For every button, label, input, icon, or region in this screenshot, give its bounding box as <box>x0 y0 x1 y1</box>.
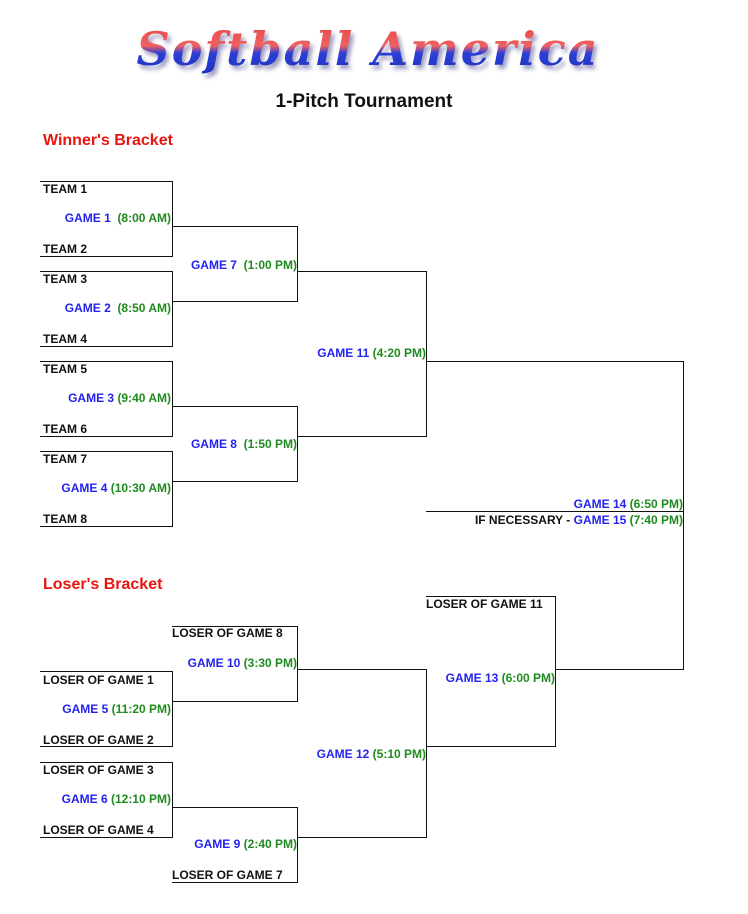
game-14-label: GAME 14 (6:50 PM) <box>574 497 683 511</box>
team-label: LOSER OF GAME 8 <box>172 626 283 640</box>
game-name: GAME 9 <box>194 837 241 851</box>
team-label: TEAM 5 <box>43 362 88 376</box>
game-2-label: GAME 2 (8:50 AM) <box>65 301 171 315</box>
game-name: GAME 2 <box>64 301 111 315</box>
game-6-label: GAME 6 (12:10 PM) <box>62 792 171 806</box>
bracket-game-7 <box>172 226 298 302</box>
game-12-label: GAME 12 (5:10 PM) <box>317 747 426 761</box>
game-name: GAME 12 <box>316 747 370 761</box>
game-time: (4:20 PM) <box>372 346 426 360</box>
bracket-final-top <box>426 361 684 362</box>
bracket-final-right <box>683 361 684 670</box>
game-time: (8:00 AM) <box>117 211 171 225</box>
game-8-label: GAME 8 (1:50 PM) <box>191 437 297 451</box>
team-label: TEAM 7 <box>43 452 88 466</box>
bracket-game-10 <box>172 626 298 702</box>
bracket-game-4 <box>40 451 173 527</box>
game-time: (3:30 PM) <box>243 656 297 670</box>
team-label: TEAM 1 <box>43 182 88 196</box>
bracket-game-9 <box>172 807 298 883</box>
game-time: (10:30 AM) <box>110 481 171 495</box>
game-15-label: IF NECESSARY - GAME 15 (7:40 PM) <box>475 513 683 527</box>
bracket-game-8 <box>172 406 298 482</box>
game-time: (7:40 PM) <box>629 513 683 527</box>
game-name: GAME 6 <box>61 792 108 806</box>
game-name: GAME 8 <box>190 437 237 451</box>
team-label: TEAM 4 <box>43 332 88 346</box>
team-label: LOSER OF GAME 7 <box>172 868 283 882</box>
team-label: TEAM 3 <box>43 272 88 286</box>
game-time: (12:10 PM) <box>110 792 171 806</box>
bracket-game-1 <box>40 181 173 257</box>
game-9-label: GAME 9 (2:40 PM) <box>194 837 297 851</box>
game-4-label: GAME 4 (10:30 AM) <box>61 481 171 495</box>
bracket-game-12 <box>297 669 427 838</box>
game-time: (6:00 PM) <box>501 671 555 685</box>
game-time: (5:10 PM) <box>372 747 426 761</box>
bracket-game-13 <box>426 596 556 747</box>
bracket-game-5 <box>40 671 173 747</box>
winners-bracket-heading: Winner's Bracket <box>43 132 173 149</box>
team-label: LOSER OF GAME 11 <box>426 597 543 611</box>
team-label: TEAM 6 <box>43 422 88 436</box>
game-time: (6:50 PM) <box>629 497 683 511</box>
game-name: GAME 5 <box>62 702 109 716</box>
game-name: GAME 15 <box>573 513 627 527</box>
game-name: GAME 10 <box>187 656 241 670</box>
game-time: (9:40 AM) <box>117 391 171 405</box>
game-name: GAME 13 <box>445 671 499 685</box>
team-label: LOSER OF GAME 2 <box>43 733 154 747</box>
bracket-game-3 <box>40 361 173 437</box>
losers-bracket-heading: Loser's Bracket <box>43 576 163 593</box>
game-name: GAME 11 <box>317 346 370 360</box>
team-label: TEAM 2 <box>43 242 88 256</box>
game-name: GAME 7 <box>190 258 237 272</box>
bracket-final-bottom <box>555 669 684 670</box>
game-11-label: GAME 11 (4:20 PM) <box>317 346 426 360</box>
game-time: (11:20 PM) <box>111 702 171 716</box>
game-5-label: GAME 5 (11:20 PM) <box>62 702 171 716</box>
bracket-game-2 <box>40 271 173 347</box>
bracket-game-6 <box>40 762 173 838</box>
game-name: GAME 1 <box>64 211 111 225</box>
game-3-label: GAME 3 (9:40 AM) <box>68 391 171 405</box>
game-note: IF NECESSARY - <box>474 513 574 527</box>
game-name: GAME 3 <box>68 391 115 405</box>
game-time: (1:50 PM) <box>243 437 297 451</box>
team-label: LOSER OF GAME 4 <box>43 823 154 837</box>
team-label: LOSER OF GAME 1 <box>43 673 154 687</box>
game-1-label: GAME 1 (8:00 AM) <box>65 211 171 225</box>
game-time: (2:40 PM) <box>243 837 297 851</box>
game-13-label: GAME 13 (6:00 PM) <box>446 671 555 685</box>
team-label: LOSER OF GAME 3 <box>43 763 154 777</box>
game-10-label: GAME 10 (3:30 PM) <box>188 656 297 670</box>
game-name: GAME 14 <box>573 497 627 511</box>
bracket-game-14-line <box>426 511 684 512</box>
page-title: 1-Pitch Tournament <box>275 91 453 112</box>
team-label: TEAM 8 <box>43 512 88 526</box>
game-name: GAME 4 <box>61 481 108 495</box>
bracket-game-11 <box>297 271 427 437</box>
softball-america-logo: Softball America <box>108 12 628 87</box>
game-7-label: GAME 7 (1:00 PM) <box>191 258 297 272</box>
game-time: (1:00 PM) <box>243 258 297 272</box>
game-time: (8:50 AM) <box>117 301 171 315</box>
